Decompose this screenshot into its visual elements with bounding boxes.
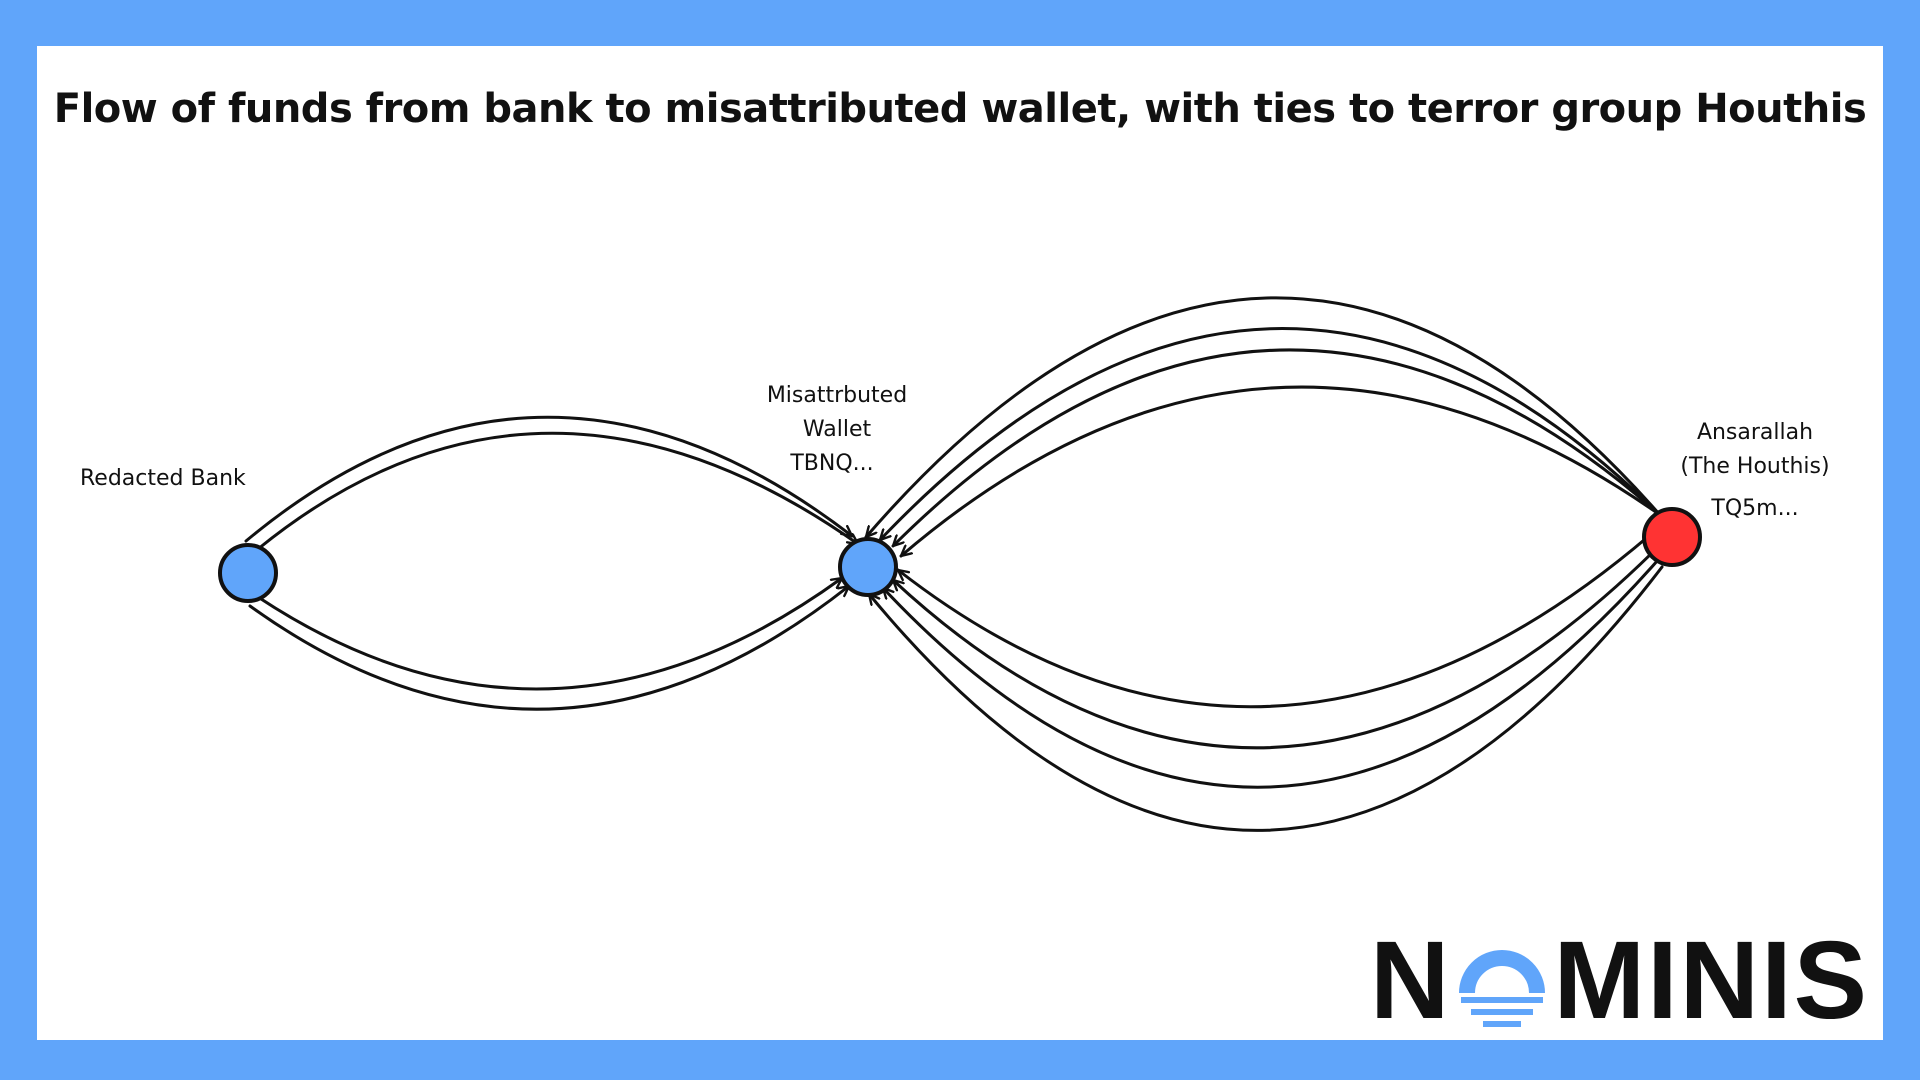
flow-edge-bank-to-wallet xyxy=(244,415,854,543)
slide-frame: Flow of funds from bank to misattributed… xyxy=(37,46,1883,1040)
node-label-line: Ansarallah xyxy=(1696,420,1814,445)
flow-edge-houthis-to-wallet xyxy=(878,327,1662,542)
node-wallet xyxy=(838,537,898,597)
node-label-line: Wallet xyxy=(802,417,872,442)
flow-edge-houthis-to-wallet xyxy=(899,385,1662,558)
flow-edge-houthis-to-wallet xyxy=(867,565,1664,832)
node-label-line: Misattrbuted xyxy=(766,383,908,408)
flow-edge-houthis-to-wallet xyxy=(864,296,1662,539)
flow-edge-houthis-to-wallet xyxy=(896,533,1652,709)
flow-edge-bank-to-wallet xyxy=(256,431,860,551)
flow-edge-bank-to-wallet xyxy=(248,584,851,711)
node-label-line: Redacted Bank xyxy=(80,466,246,491)
logo-text-right: MINIS xyxy=(1553,919,1870,1042)
node-label-bank: Redacted Bank xyxy=(80,462,246,496)
node-label-line: TQ5m... xyxy=(1711,496,1799,521)
logo-text-left: N xyxy=(1370,919,1452,1042)
logo-o-mark-icon xyxy=(1459,950,1546,1027)
flow-edge-houthis-to-wallet xyxy=(891,548,1657,750)
diagram-title: Flow of funds from bank to misattributed… xyxy=(53,86,1867,132)
node-label-houthis: Ansarallah (The Houthis) TQ5m... xyxy=(1670,416,1840,526)
flow-edge-houthis-to-wallet xyxy=(891,348,1662,548)
node-label-line: TBNQ... xyxy=(790,451,874,476)
node-houthis xyxy=(1642,507,1702,567)
flow-edge-bank-to-wallet xyxy=(256,576,844,691)
nominis-logo: N MINIS xyxy=(1370,926,1869,1036)
node-label-wallet: Misattrbuted Wallet TBNQ... xyxy=(760,379,914,481)
node-label-line: (The Houthis) xyxy=(1680,454,1830,479)
flow-edge-houthis-to-wallet xyxy=(881,558,1660,789)
node-bank xyxy=(218,543,278,603)
